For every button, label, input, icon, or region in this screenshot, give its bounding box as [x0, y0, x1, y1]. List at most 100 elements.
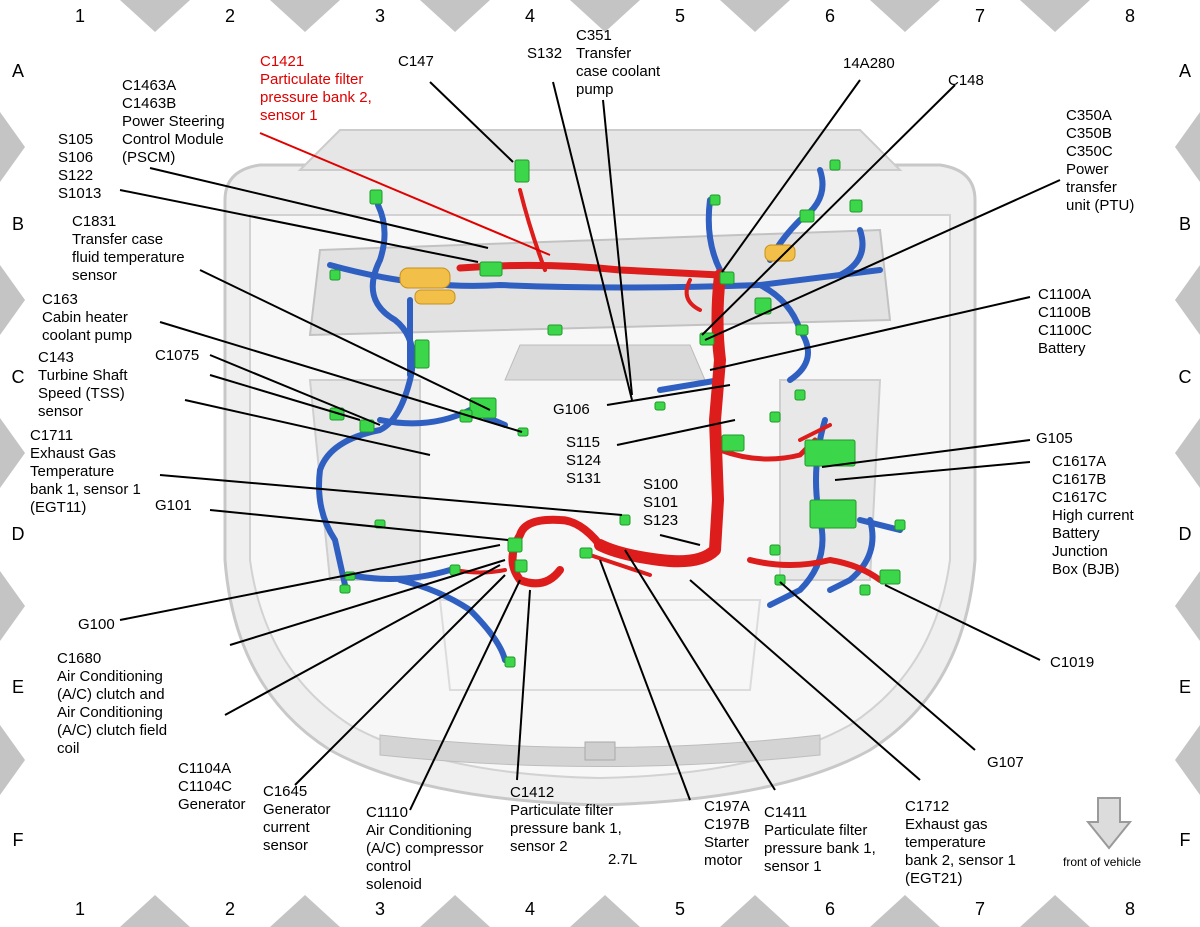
callout-line: unit (PTU)	[1066, 197, 1134, 214]
callout-c1075: C1075	[155, 347, 199, 364]
grid-row-label: E	[12, 677, 24, 697]
connector	[859, 584, 871, 596]
front-of-vehicle-arrow	[1085, 797, 1133, 850]
callout-line: Battery	[1052, 525, 1100, 542]
callout-c147: C147	[398, 53, 434, 70]
callout-line: Transfer case	[72, 231, 163, 248]
callout-line: S105	[58, 131, 93, 148]
callout-line: Junction	[1052, 543, 1108, 560]
grid-column-label: 4	[525, 899, 535, 919]
connector	[769, 544, 781, 556]
callout-line: control	[366, 858, 411, 875]
connector	[879, 569, 901, 585]
connector	[829, 159, 841, 171]
callout-line: Air Conditioning	[366, 822, 472, 839]
grid-column-label: 5	[675, 6, 685, 26]
grid-row-label: F	[13, 830, 24, 850]
callout-line: Power	[1066, 161, 1109, 178]
border-tab-bottom	[420, 895, 490, 927]
callout-line: case coolant	[576, 63, 661, 80]
border-tab-right	[1175, 571, 1200, 641]
callout-line: Generator	[178, 796, 246, 813]
leader-line	[624, 549, 776, 791]
leader-line	[834, 461, 1031, 481]
connector	[719, 271, 735, 285]
callout-g107: G107	[987, 754, 1024, 771]
grid-column-label: 1	[75, 899, 85, 919]
callout-line: S132	[527, 45, 562, 62]
leader-line	[119, 544, 501, 621]
callout-line: Exhaust Gas	[30, 445, 116, 462]
leader-line	[602, 99, 633, 396]
border-tab-left	[0, 571, 25, 641]
leader-line	[159, 321, 523, 433]
connector	[507, 537, 523, 553]
callout-line: Air Conditioning	[57, 704, 163, 721]
callout-line: S106	[58, 149, 93, 166]
callout-line: G106	[553, 401, 590, 418]
callout-line: sensor 1	[764, 858, 822, 875]
border-tab-bottom	[720, 895, 790, 927]
callout-line: C350C	[1066, 143, 1113, 160]
callout-line: C1617B	[1052, 471, 1106, 488]
connector	[809, 499, 857, 529]
callout-line: bank 1, sensor 1	[30, 481, 141, 498]
connector	[721, 434, 745, 452]
callout-line: Temperature	[30, 463, 114, 480]
callout-line: Particulate filter	[260, 71, 363, 88]
connector	[849, 199, 863, 213]
leader-line	[821, 439, 1031, 468]
callout-line: transfer	[1066, 179, 1117, 196]
grid-row-label: A	[1179, 61, 1191, 81]
border-tab-bottom	[570, 895, 640, 927]
grid-column-label: 4	[525, 6, 535, 26]
connector	[799, 209, 815, 223]
connector	[709, 194, 721, 206]
connector	[794, 389, 806, 401]
leader-line	[209, 374, 361, 421]
connector	[514, 559, 528, 573]
connector	[654, 401, 666, 411]
leader-line	[616, 419, 736, 446]
border-tab-right	[1175, 725, 1200, 795]
leader-line	[779, 581, 976, 751]
callout-line: C1411	[764, 804, 807, 821]
callout-line: G100	[78, 616, 115, 633]
leader-line	[209, 509, 509, 541]
grid-column-label: 8	[1125, 6, 1135, 26]
callout-line: C1104A	[178, 760, 231, 777]
leader-line	[701, 84, 956, 336]
callout-line: Cabin heater	[42, 309, 128, 326]
callout-line: Transfer	[576, 45, 631, 62]
grid-row-label: E	[1179, 677, 1191, 697]
grid-row-label: B	[1179, 214, 1191, 234]
callout-line: fluid temperature	[72, 249, 185, 266]
callout-line: G101	[155, 497, 192, 514]
grid-row-label: D	[1179, 524, 1192, 544]
callout-s132: S132	[527, 45, 562, 62]
callout-line: C1711	[30, 427, 73, 444]
callout-line: C147	[398, 53, 434, 70]
grid-row-label: B	[12, 214, 24, 234]
leader-lines	[119, 79, 1061, 811]
front-of-vehicle-label: front of vehicle	[1063, 855, 1141, 869]
callout-line: C351	[576, 27, 612, 44]
callout-line: C1645	[263, 783, 307, 800]
callout-line: bank 2, sensor 1	[905, 852, 1016, 869]
border-tab-top	[720, 0, 790, 32]
callout-line: Battery	[1038, 340, 1086, 357]
border-tab-right	[1175, 418, 1200, 488]
border-tab-left	[0, 725, 25, 795]
callout-line: C163	[42, 291, 78, 308]
